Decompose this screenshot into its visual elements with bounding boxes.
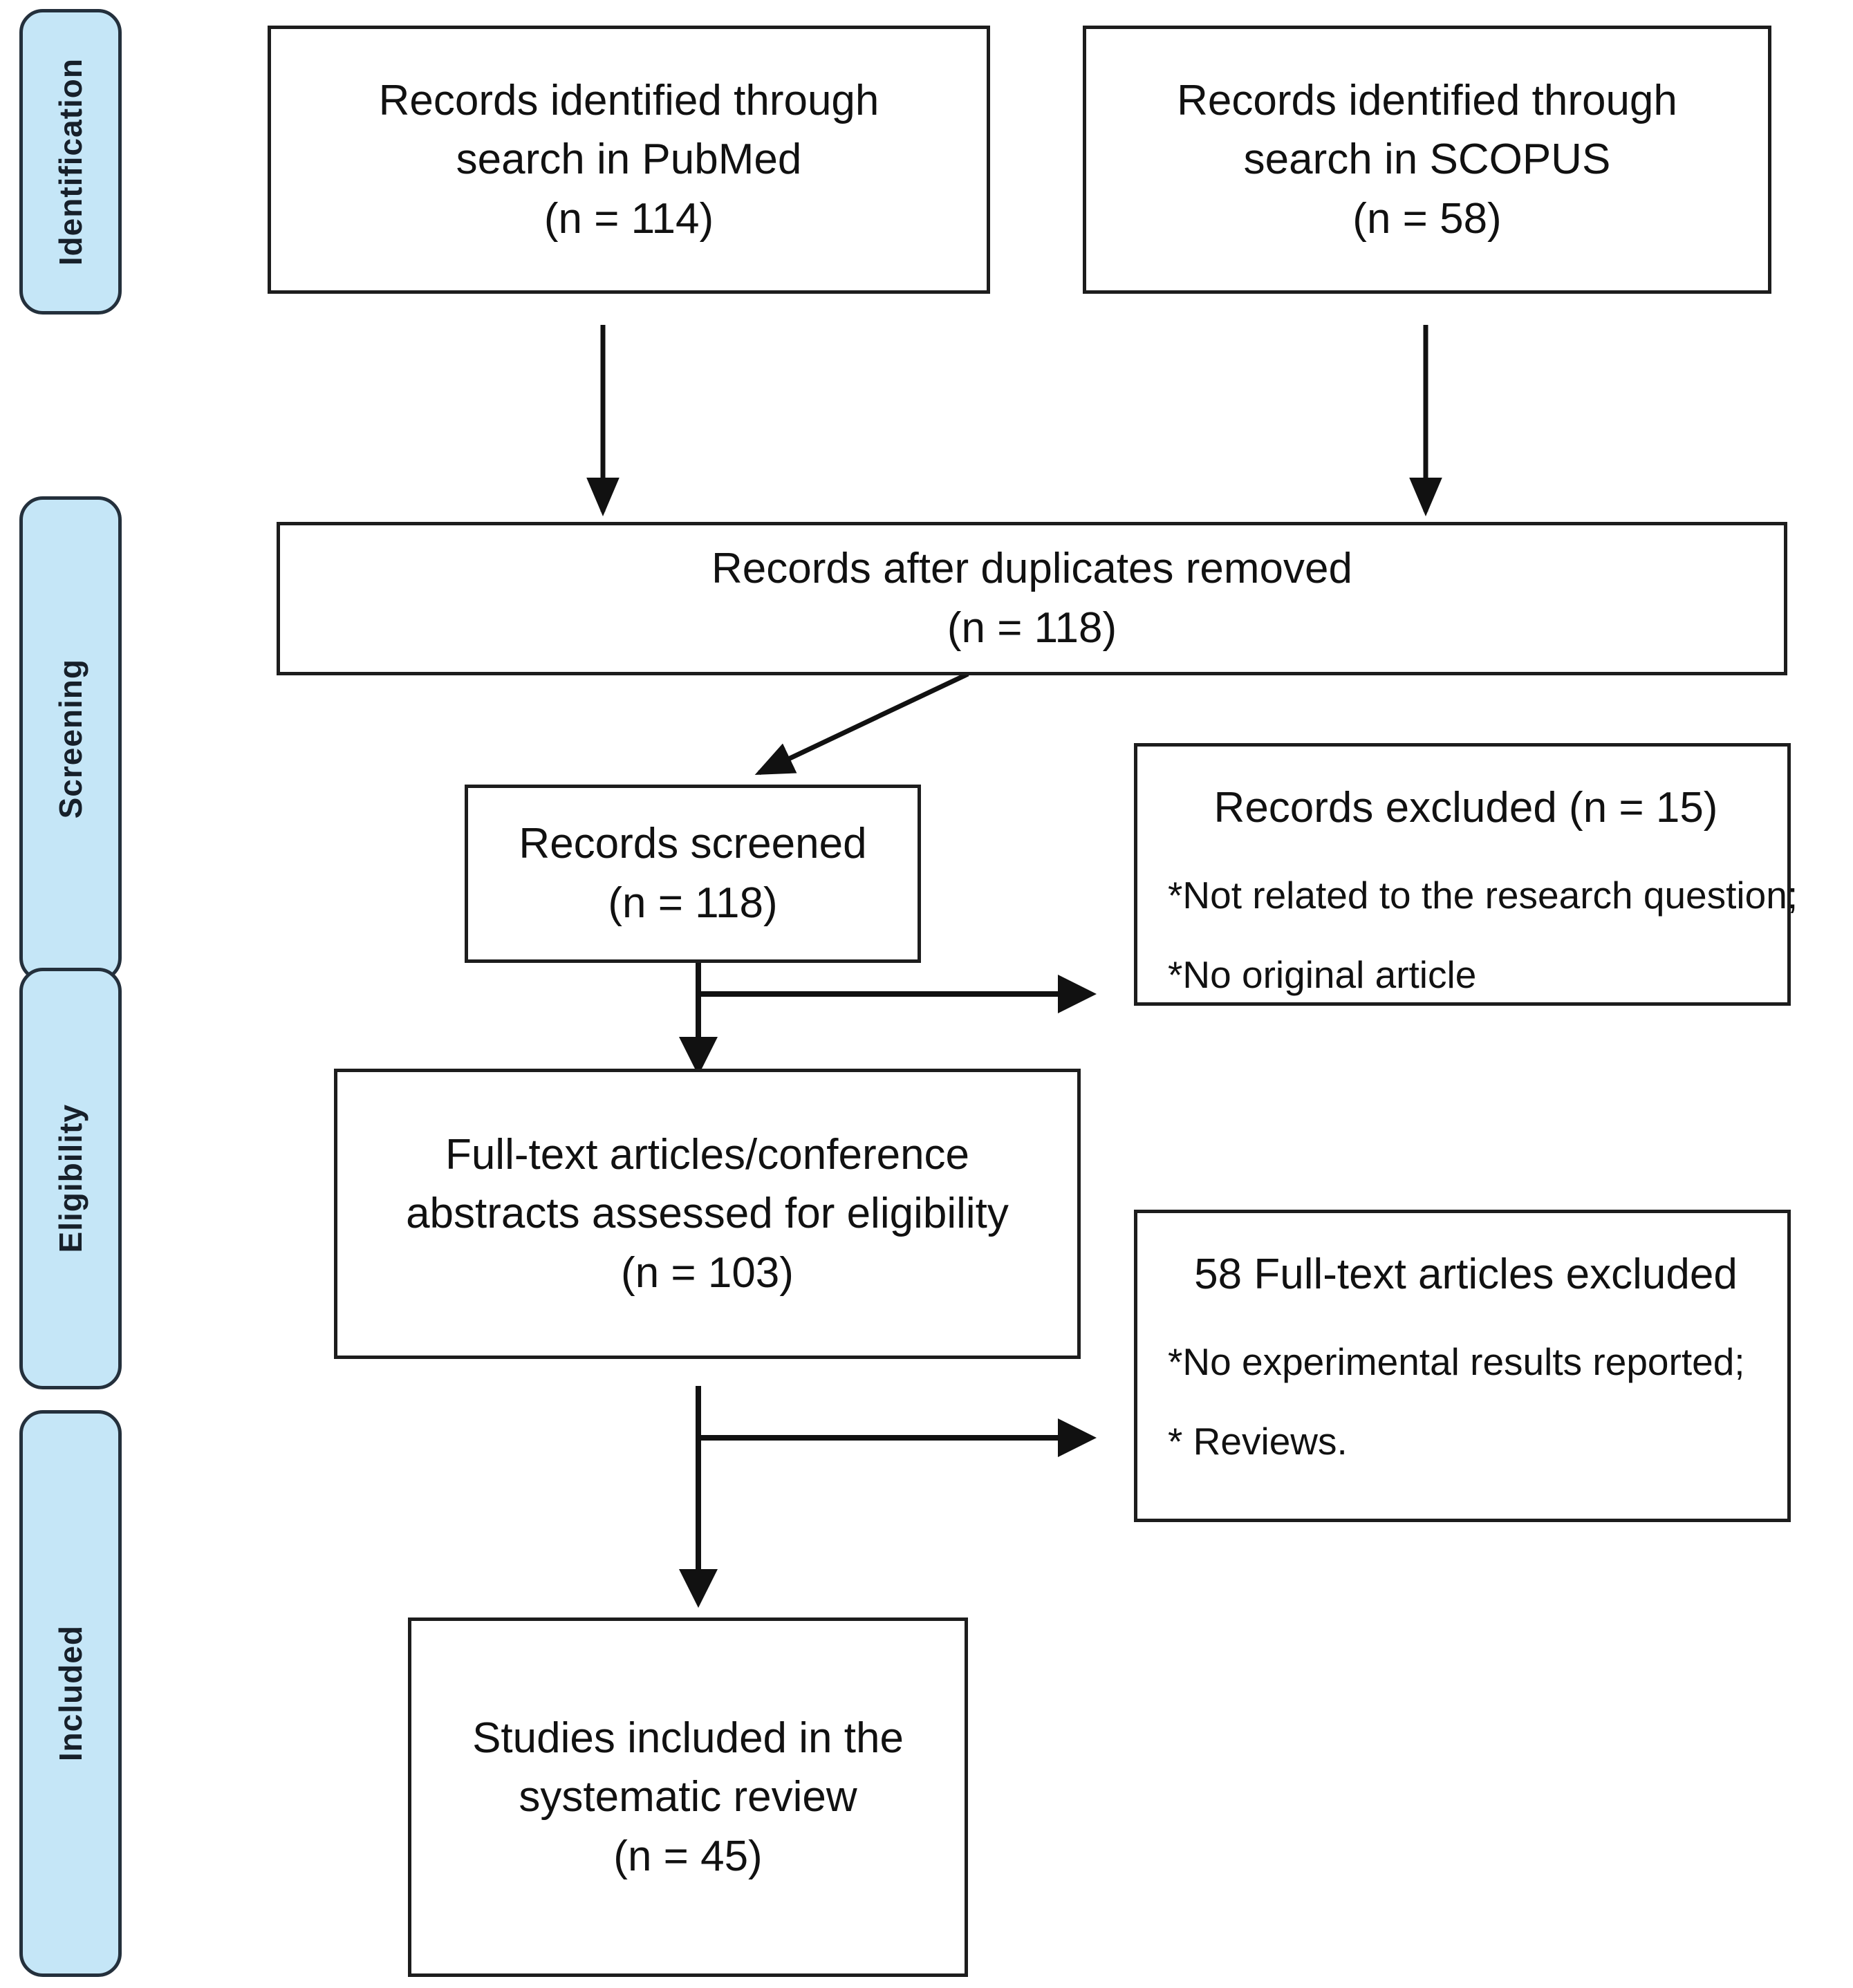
pubmed-line-2: search in PubMed — [456, 135, 802, 184]
fulltext-line-1: Full-text articles/conference — [445, 1130, 970, 1179]
screened-count: (n = 118) — [608, 879, 778, 927]
phase-bar-eligibility: Eligibility — [19, 968, 122, 1389]
scopus-line-1: Records identified through — [1177, 76, 1677, 124]
records-excluded-reason-2: *No original article — [1168, 953, 1477, 997]
included-line-2: systematic review — [519, 1773, 857, 1821]
phase-label-screening: Screening — [53, 659, 89, 819]
box-records-excluded: Records excluded (n = 15) *Not related t… — [1134, 743, 1798, 1006]
duplicates-count: (n = 118) — [947, 604, 1117, 652]
phase-bar-identification: Identification — [19, 9, 122, 315]
box-records-identified-scopus: Records identified through search in SCO… — [1083, 26, 1771, 294]
phase-bar-screening: Screening — [19, 496, 122, 982]
phase-label-eligibility: Eligibility — [53, 1104, 89, 1253]
fulltext-count: (n = 103) — [621, 1248, 794, 1297]
phase-label-included: Included — [53, 1625, 89, 1762]
arrow-duplicates-to-screened — [754, 671, 969, 776]
pubmed-count: (n = 114) — [543, 194, 714, 243]
phase-bar-included: Included — [19, 1410, 122, 1977]
fulltext-excluded-reason-1: *No experimental results reported; — [1168, 1340, 1745, 1383]
box-studies-included: Studies included in the systematic revie… — [408, 1617, 968, 1977]
phase-label-identification: Identification — [53, 57, 89, 266]
box-fulltext-excluded: 58 Full-text articles excluded *No exper… — [1134, 1210, 1791, 1522]
included-count: (n = 45) — [613, 1832, 763, 1880]
box-records-identified-pubmed: Records identified through search in Pub… — [268, 26, 990, 294]
duplicates-line-1: Records after duplicates removed — [711, 545, 1352, 593]
fulltext-excluded-title: 58 Full-text articles excluded — [1194, 1250, 1738, 1298]
fulltext-excluded-reason-2: * Reviews. — [1168, 1420, 1348, 1463]
records-excluded-title: Records excluded (n = 15) — [1213, 784, 1718, 832]
scopus-count: (n = 58) — [1352, 194, 1502, 243]
box-records-after-duplicates-removed: Records after duplicates removed (n = 11… — [277, 522, 1787, 675]
box-fulltext-assessed: Full-text articles/conference abstracts … — [334, 1069, 1081, 1359]
pubmed-line-1: Records identified through — [378, 76, 879, 124]
box-records-screened: Records screened (n = 118) — [465, 785, 921, 963]
screened-line-1: Records screened — [519, 820, 867, 868]
included-line-1: Studies included in the — [472, 1714, 904, 1762]
fulltext-line-2: abstracts assessed for eligibility — [406, 1190, 1009, 1238]
records-excluded-reason-1: *Not related to the research question; — [1168, 873, 1798, 917]
scopus-line-2: search in SCOPUS — [1243, 135, 1611, 184]
